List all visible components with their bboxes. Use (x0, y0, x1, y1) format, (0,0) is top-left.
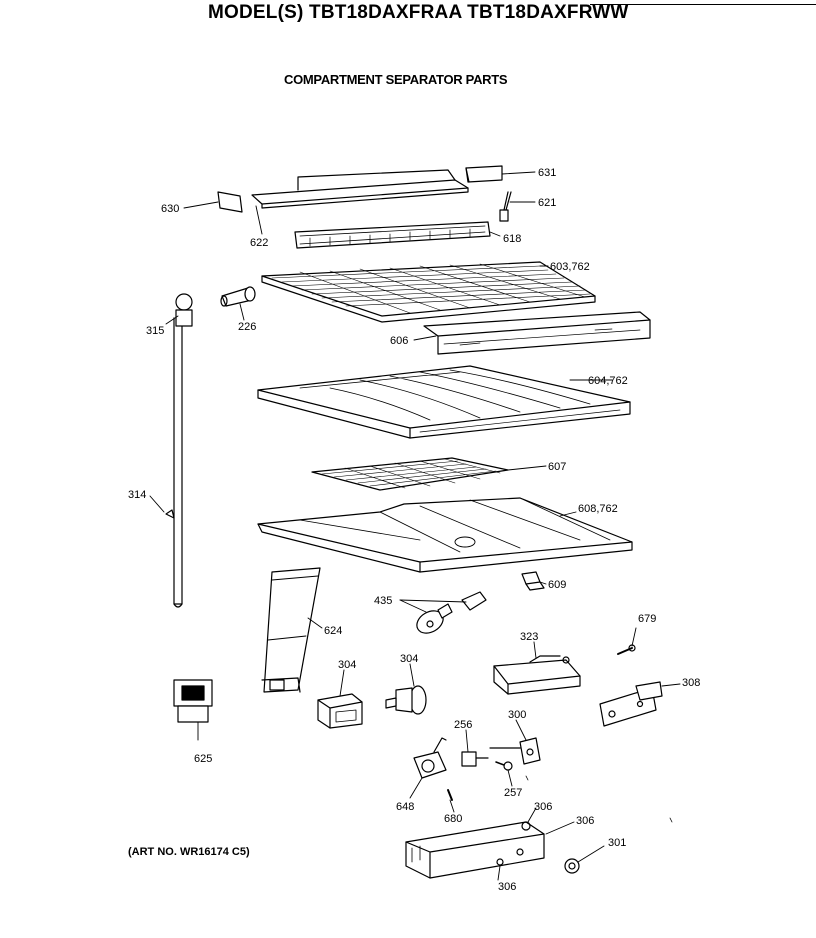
part-256-switch (461, 751, 489, 767)
label-314: 314 (128, 489, 146, 501)
part-304-knob (385, 685, 427, 715)
label-256: 256 (454, 719, 472, 731)
label-257: 257 (504, 787, 522, 799)
label-306-bottom: 306 (498, 881, 516, 893)
label-621: 621 (538, 197, 556, 209)
label-306-right: 306 (576, 815, 594, 827)
label-648: 648 (396, 801, 414, 813)
part-435-bulb (416, 591, 487, 634)
part-314-315-rod (165, 293, 193, 608)
label-624: 624 (324, 625, 342, 637)
label-680: 680 (444, 813, 462, 825)
leader-lines (149, 171, 681, 881)
part-622-top-cover (251, 169, 469, 209)
label-304-left: 304 (338, 659, 356, 671)
label-679: 679 (638, 613, 656, 625)
label-625: 625 (194, 753, 212, 765)
label-622: 622 (250, 237, 268, 249)
part-624-duct (261, 567, 321, 693)
label-604: 604,762 (588, 375, 628, 387)
part-323-bracket (493, 655, 581, 695)
section-subtitle: COMPARTMENT SEPARATOR PARTS (284, 72, 508, 87)
label-608: 608,762 (578, 503, 618, 515)
part-608-separator-floor (257, 497, 633, 573)
art-number: (ART NO. WR16174 C5) (128, 846, 250, 858)
part-679-screw (617, 644, 636, 655)
part-603-grille (261, 261, 596, 323)
label-226: 226 (238, 321, 256, 333)
part-606-front-rail (423, 311, 651, 355)
label-300: 300 (508, 709, 526, 721)
label-618: 618 (503, 233, 521, 245)
part-680-pin (447, 789, 453, 801)
label-308: 308 (682, 677, 700, 689)
part-304-control-box (317, 693, 363, 729)
part-630-tab (217, 191, 243, 213)
part-609-clip (521, 571, 545, 591)
label-306-top: 306 (534, 801, 552, 813)
label-609: 609 (548, 579, 566, 591)
label-304-right: 304 (400, 653, 418, 665)
top-rule (590, 4, 816, 5)
part-618-channel (294, 221, 491, 249)
label-301: 301 (608, 837, 626, 849)
label-435: 435 (374, 595, 392, 607)
label-606: 606 (390, 335, 408, 347)
part-648-motor (413, 737, 447, 779)
page-title: MODEL(S) TBT18DAXFRAA TBT18DAXFRWW (208, 2, 629, 23)
label-603: 603,762 (550, 261, 590, 273)
part-300-thermostat (489, 737, 541, 765)
part-308-bracket (599, 681, 663, 727)
part-621-sensor (499, 191, 512, 222)
part-607-mesh-filter (311, 457, 509, 491)
part-labels: 630 622 631 621 618 603,762 315 226 606 … (128, 167, 700, 893)
label-631: 631 (538, 167, 556, 179)
label-607: 607 (548, 461, 566, 473)
label-630: 630 (161, 203, 179, 215)
stray-marks (525, 775, 673, 823)
part-257-screw (495, 761, 513, 771)
label-323: 323 (520, 631, 538, 643)
part-625-housing (173, 679, 213, 723)
part-226-cylinder (220, 286, 256, 307)
part-604-shelf (257, 365, 631, 439)
label-315: 315 (146, 325, 164, 337)
part-301-knob (564, 858, 580, 874)
part-306-housing (405, 821, 545, 879)
part-631-cover (465, 165, 503, 183)
